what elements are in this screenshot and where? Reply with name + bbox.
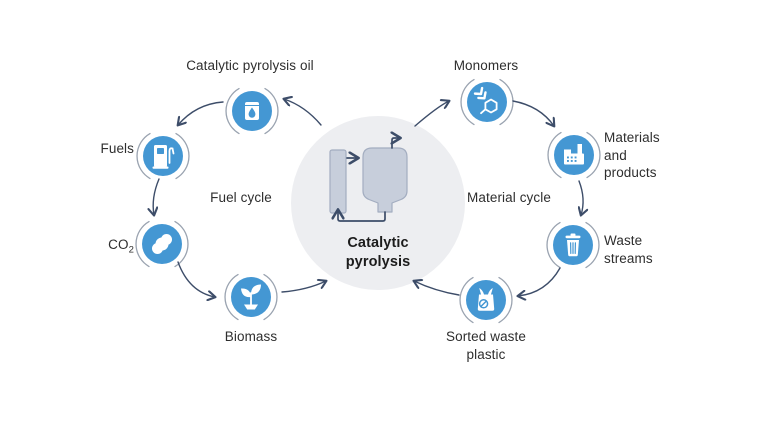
arrow-center-to-monomers xyxy=(414,101,449,127)
fuel-cycle-label: Fuel cycle xyxy=(210,190,272,205)
plastic-bag-icon xyxy=(466,280,506,320)
co2-molecule-glyph xyxy=(152,234,172,254)
waste-node-arcs xyxy=(546,221,600,269)
oil-barrel-glyph xyxy=(245,102,259,120)
material-cycle-label: Material cycle xyxy=(467,190,551,205)
arrow-fuels-to-co2 xyxy=(153,178,160,215)
plastic-bag-glyph xyxy=(477,288,495,311)
co2-label-base: CO xyxy=(108,237,129,252)
arrow-center-to-oil xyxy=(284,99,322,126)
monomers-node-label: Monomers xyxy=(453,58,519,73)
arrow-biomass-to-center xyxy=(281,281,326,293)
fuel-pump-icon xyxy=(143,136,183,176)
fuels-node-label: Fuels xyxy=(34,140,134,158)
co2-molecule-icon xyxy=(142,224,182,264)
pyrolysis-reactor-icon xyxy=(329,138,408,222)
materials-node-arcs xyxy=(547,131,601,179)
oil-node-label: Catalytic pyrolysis oil xyxy=(186,58,314,73)
arrow-oil-to-fuels xyxy=(178,101,224,125)
molecule-glyph xyxy=(473,86,498,115)
reactor-vessel xyxy=(362,147,408,213)
molecule-icon xyxy=(467,82,507,122)
co2-node-arcs xyxy=(135,220,189,268)
factory-icon xyxy=(554,135,594,175)
reactor-recycle-pipe-arrow xyxy=(338,210,386,222)
co2-label-subscript: 2 xyxy=(128,244,134,256)
trash-bin-icon xyxy=(553,225,593,265)
center-caption: Catalytic pyrolysis xyxy=(345,235,411,270)
trash-bin-glyph xyxy=(565,233,581,257)
plant-sprout-glyph xyxy=(241,284,261,310)
node-orbit-arcs xyxy=(135,78,601,324)
reactor-column xyxy=(329,149,347,214)
biomass-node-label: Biomass xyxy=(224,329,278,344)
co2-node-label: CO2 xyxy=(34,236,134,259)
waste-node-label: Waste streams xyxy=(604,233,653,266)
sorted-node-label: Sorted waste plastic xyxy=(446,329,526,362)
arrow-monomers-to-materials xyxy=(512,100,554,126)
fuels-node-arcs xyxy=(136,132,190,180)
reactor-outlet-arrow xyxy=(392,138,400,149)
arrow-materials-to-waste xyxy=(579,180,583,215)
plant-sprout-icon xyxy=(231,277,271,317)
factory-glyph xyxy=(564,144,584,165)
cycle-flow-arrows xyxy=(153,99,583,297)
materials-node-label: Materials and products xyxy=(604,130,660,180)
biomass-node-arcs xyxy=(224,273,278,321)
monomers-node-arcs xyxy=(460,78,514,126)
oil-barrel-icon xyxy=(232,91,272,131)
arrow-waste-to-sorted xyxy=(518,267,561,296)
arrow-sorted-to-center xyxy=(414,281,460,296)
fuels-node-label-text: Fuels xyxy=(100,141,134,156)
fuel-pump-glyph xyxy=(152,145,175,169)
oil-node-arcs xyxy=(225,87,279,135)
arrow-co2-to-biomass xyxy=(177,261,215,297)
sorted-node-arcs xyxy=(459,276,513,324)
